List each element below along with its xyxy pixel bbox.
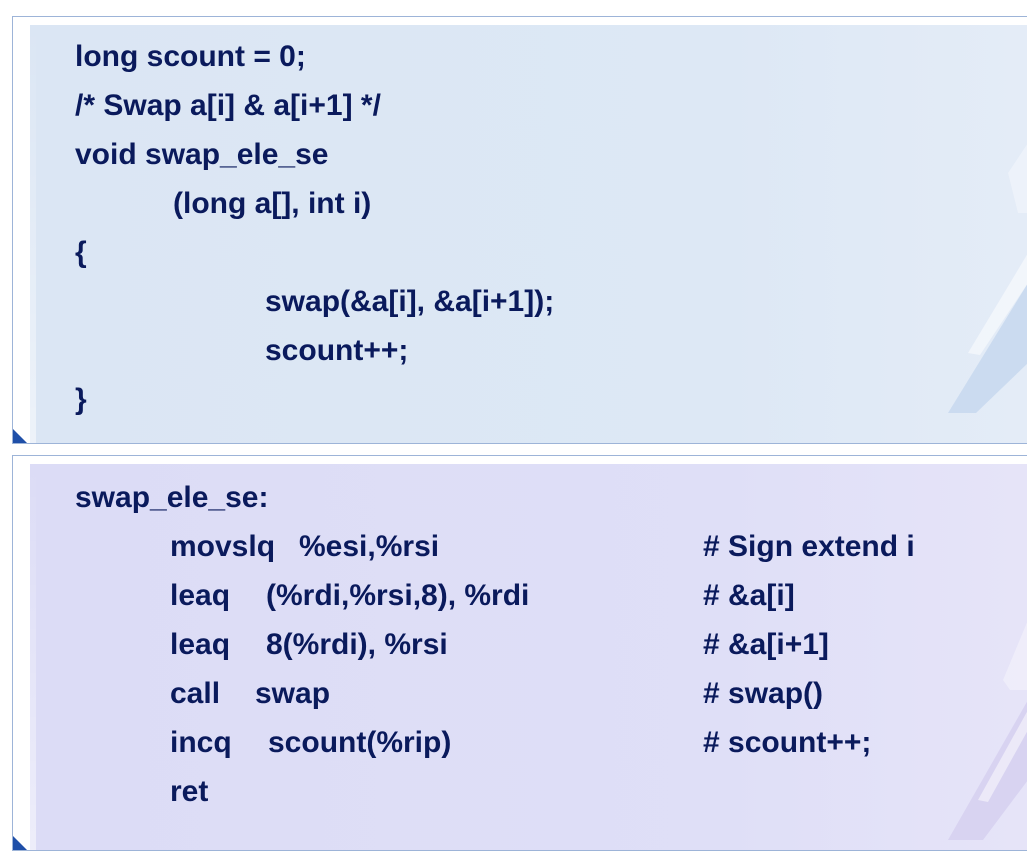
assembly-panel-background — [30, 464, 1027, 850]
c-code-line: scount++; — [265, 334, 409, 367]
c-code-panel-background — [30, 25, 1027, 443]
c-code-panel — [12, 16, 1027, 444]
asm-opcode: ret — [170, 775, 209, 808]
asm-opcode: movslq — [170, 530, 276, 563]
c-code-line: swap(&a[i], &a[i+1]); — [265, 285, 555, 318]
asm-comment: # scount++; — [703, 726, 872, 759]
corner-accent — [13, 429, 27, 443]
asm-comment: # swap() — [703, 677, 824, 710]
decorative-stripes-bottom — [948, 622, 1027, 840]
asm-operands: 8(%rdi), %rsi — [266, 628, 448, 661]
asm-operands: (%rdi,%rsi,8), %rdi — [266, 579, 530, 612]
asm-comment: # Sign extend i — [703, 530, 915, 563]
c-code-line: (long a[], int i) — [173, 187, 372, 220]
assembly-code-panel — [12, 455, 1027, 851]
asm-opcode: call — [170, 677, 221, 710]
c-code-line: void swap_ele_se — [75, 138, 329, 171]
asm-comment: # &a[i+1] — [703, 628, 829, 661]
asm-opcode: leaq — [170, 628, 231, 661]
asm-operands: swap — [255, 677, 331, 710]
asm-comment: # &a[i] — [703, 579, 795, 612]
corner-accent — [13, 836, 27, 850]
asm-operands: scount(%rip) — [268, 726, 452, 759]
c-code-line: /* Swap a[i] & a[i+1] */ — [75, 89, 381, 122]
asm-opcode: incq — [170, 726, 232, 759]
c-code-line: } — [75, 383, 87, 416]
decorative-stripes-top — [948, 144, 1027, 413]
c-code-line: long scount = 0; — [75, 40, 306, 73]
c-code-line: { — [75, 236, 87, 269]
asm-opcode: leaq — [170, 579, 231, 612]
asm-operands: %esi,%rsi — [299, 530, 440, 563]
asm-label: swap_ele_se: — [75, 481, 269, 514]
